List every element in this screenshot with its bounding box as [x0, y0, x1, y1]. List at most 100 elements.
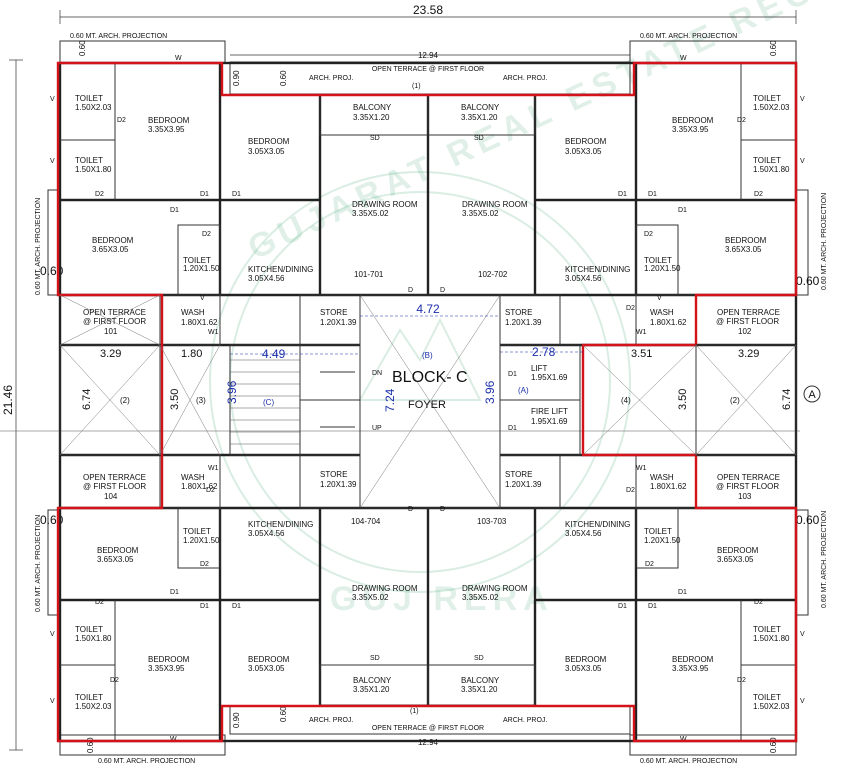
room-size: 3.65X3.05: [97, 555, 134, 564]
room-label: BEDROOM: [97, 546, 139, 555]
door-d2: D2: [95, 191, 104, 198]
unit-bottom-left: OPEN TERRACE @ FIRST FLOOR 104 WASH 1.80…: [75, 470, 418, 711]
door-d2: D2: [202, 231, 211, 238]
room-label: TOILET: [753, 693, 781, 702]
sliding-door: SD: [474, 135, 484, 142]
door-d1: D1: [618, 191, 627, 198]
room-label: WASH: [650, 473, 674, 482]
room-label: DRAWING ROOM: [352, 200, 418, 209]
door-d1: D1: [678, 207, 687, 214]
room-label: BEDROOM: [248, 655, 290, 664]
door-d2: D2: [200, 561, 209, 568]
terrace-sub: @ FIRST FLOOR: [716, 317, 779, 326]
arch-projection-label-br: 0.60 MT. ARCH. PROJECTION: [640, 758, 737, 765]
black-dimensions: 3.29 1.80 3.51 3.29 6.74 3.50 3.50 6.74 …: [81, 348, 793, 410]
room-label: WASH: [650, 308, 674, 317]
dim-060-top-mid: 0.60: [279, 70, 288, 86]
room-size: 3.65X3.05: [92, 245, 129, 254]
dim-329: 3.29: [100, 348, 121, 360]
room-label: BALCONY: [461, 676, 500, 685]
room-size: 3.35X3.95: [672, 664, 709, 673]
room-size: 3.35X3.95: [148, 125, 185, 134]
door-d: D: [408, 506, 413, 513]
room-label: BEDROOM: [92, 236, 134, 245]
arch-proj-bottom-r: ARCH. PROJ.: [503, 717, 547, 724]
room-size: 1.20X1.39: [320, 318, 357, 327]
dim-351: 3.51: [631, 348, 652, 360]
stair-dn-label: DN: [372, 370, 382, 377]
room-label: KITCHEN/DINING: [565, 520, 630, 529]
dim-472: 4.72: [416, 302, 440, 316]
door-d1: D1: [170, 207, 179, 214]
room-label: TOILET: [183, 527, 211, 536]
room-size: 3.05X4.56: [565, 529, 602, 538]
room-label: TOILET: [75, 94, 103, 103]
unit-top-left: TOILET 1.50X2.03 BEDROOM 3.35X3.95 TOILE…: [75, 94, 418, 336]
door-d1: D1: [678, 589, 687, 596]
room-size: 3.35X5.02: [462, 593, 499, 602]
dim-278: 2.78: [532, 345, 556, 359]
arch-projection-bottom: 0.60 MT. ARCH. PROJECTION 0.60 MT. ARCH.…: [59, 705, 797, 765]
room-size: 1.80X1.62: [650, 482, 687, 491]
window-w-top-l: W: [175, 55, 182, 62]
terrace-sub: @ FIRST FLOOR: [716, 482, 779, 491]
terrace-width-top: 12.94: [418, 51, 439, 60]
foyer-label: FOYER: [408, 399, 446, 411]
dim-060-br: 0.60: [769, 737, 778, 753]
room-size: 1.20X1.50: [644, 264, 681, 273]
room-size: 3.35X1.20: [461, 113, 498, 122]
ventilator: V: [200, 295, 205, 302]
door-d2: D2: [206, 487, 215, 494]
door-d1: D1: [200, 191, 209, 198]
dim-090-top: 0.90: [232, 70, 241, 86]
marker-b: (B): [422, 351, 433, 360]
room-size: 3.65X3.05: [725, 245, 762, 254]
terrace-width-bottom: 12.94: [418, 738, 439, 747]
door-d2: D2: [110, 677, 119, 684]
dim-060-bl: 0.60: [86, 737, 95, 753]
dim-329-r: 3.29: [738, 348, 759, 360]
dim-674-l: 6.74: [81, 389, 93, 410]
room-label: TOILET: [644, 256, 672, 265]
room-label: BEDROOM: [672, 116, 714, 125]
room-size: 3.35X1.20: [353, 685, 390, 694]
marker-2-l: (2): [120, 396, 130, 405]
room-label: STORE: [320, 308, 347, 317]
room-size: 1.95X1.69: [531, 417, 568, 426]
room-label: DRAWING ROOM: [352, 584, 418, 593]
window-w1: W1: [636, 329, 647, 336]
axis-marker: A: [808, 389, 816, 401]
side-arch-label-bl: 0.60 MT. ARCH. PROJECTION: [35, 515, 42, 612]
room-size: 1.20X1.50: [183, 536, 220, 545]
unit-number: 101-701: [354, 270, 384, 279]
door-d1: D1: [232, 191, 241, 198]
room-label: BEDROOM: [148, 655, 190, 664]
room-label: TOILET: [75, 693, 103, 702]
room-size: 1.50X2.03: [753, 103, 790, 112]
axis-marker-circle: [803, 385, 821, 403]
door-d1: D1: [648, 603, 657, 610]
ventilator: V: [50, 96, 55, 103]
room-label: TOILET: [753, 625, 781, 634]
room-label: BEDROOM: [565, 655, 607, 664]
watermark-text: GUJARAT REAL ESTATE REGULATORY AUTHORITY: [242, 0, 867, 267]
room-size: 3.05X3.05: [248, 664, 285, 673]
room-label: KITCHEN/DINING: [565, 265, 630, 274]
door-d1: D1: [170, 589, 179, 596]
room-label: STORE: [320, 470, 347, 479]
unit-bottom-right: OPEN TERRACE @ FIRST FLOOR 103 WASH 1.80…: [461, 470, 790, 711]
room-size: 1.80X1.62: [650, 318, 687, 327]
terrace-number: 104: [104, 492, 118, 501]
terrace-label: OPEN TERRACE: [717, 473, 780, 482]
room-label: BEDROOM: [565, 137, 607, 146]
arch-projection-label-tr: 0.60 MT. ARCH. PROJECTION: [640, 33, 737, 40]
arch-proj-bottom-l: ARCH. PROJ.: [309, 717, 353, 724]
open-bays: [59, 294, 797, 509]
dim-060-tl: 0.60: [78, 40, 87, 56]
room-label: KITCHEN/DINING: [248, 265, 313, 274]
marker-4: (4): [621, 396, 631, 405]
room-label: STORE: [505, 470, 532, 479]
arch-proj-top-r: ARCH. PROJ.: [503, 75, 547, 82]
door-d2: D2: [737, 677, 746, 684]
room-label: BEDROOM: [717, 546, 759, 555]
